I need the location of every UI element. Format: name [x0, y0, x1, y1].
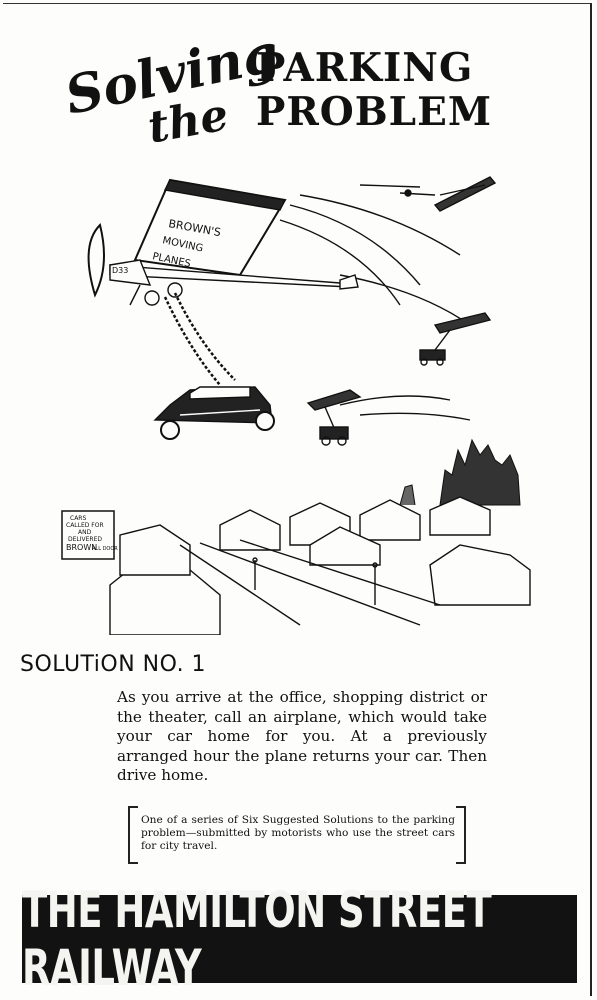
footer-banner: THE HAMILTON STREET RAILWAY — [22, 881, 577, 997]
plane-lower — [306, 389, 362, 446]
billboard-line: AND — [78, 529, 92, 536]
footer-text: THE HAMILTON STREET RAILWAY — [22, 880, 492, 998]
speed-line — [339, 395, 451, 406]
page-border — [3, 3, 592, 996]
billboard-line: BROWN — [66, 543, 97, 552]
speed-line — [299, 194, 461, 256]
tail-number: D33 — [112, 266, 128, 275]
solution-body: As you arrive at the office, shopping di… — [117, 688, 487, 784]
speed-line — [359, 412, 471, 421]
billboard — [61, 510, 115, 560]
biplane-top — [399, 176, 497, 212]
billboard-line: DELIVERED — [68, 536, 102, 543]
illustration: BROWN'S MOVING PLANES D33 — [61, 176, 531, 635]
series-note: One of a series of Six Suggested Solutio… — [128, 806, 466, 864]
title-word-parking: PARKING — [256, 45, 474, 91]
title-script: Solving the — [60, 22, 284, 154]
solution-heading: SOLUTiON NO. 1 — [20, 652, 207, 677]
plane-mid-right — [419, 312, 492, 366]
speed-line — [339, 274, 471, 326]
speed-line — [279, 219, 401, 306]
billboard-text: CARS CALLED FOR AND DELIVERED BROWN ALL … — [66, 515, 118, 552]
speed-line — [359, 184, 421, 188]
note-bracket-right — [456, 806, 466, 864]
hanging-car — [153, 386, 275, 440]
billboard-line: CARS — [70, 515, 86, 522]
note-bracket-left — [128, 806, 138, 864]
city-skyline — [399, 438, 521, 506]
town-houses — [109, 496, 531, 635]
title-bold: PARKING PROBLEM — [256, 46, 556, 134]
billboard-line: ALL DOOR — [92, 546, 118, 552]
billboard-line: CALLED FOR — [66, 522, 104, 529]
main-plane — [87, 178, 359, 386]
note-text: One of a series of Six Suggested Solutio… — [141, 814, 455, 852]
speed-line — [289, 204, 421, 286]
title-word-problem: PROBLEM — [256, 89, 492, 135]
